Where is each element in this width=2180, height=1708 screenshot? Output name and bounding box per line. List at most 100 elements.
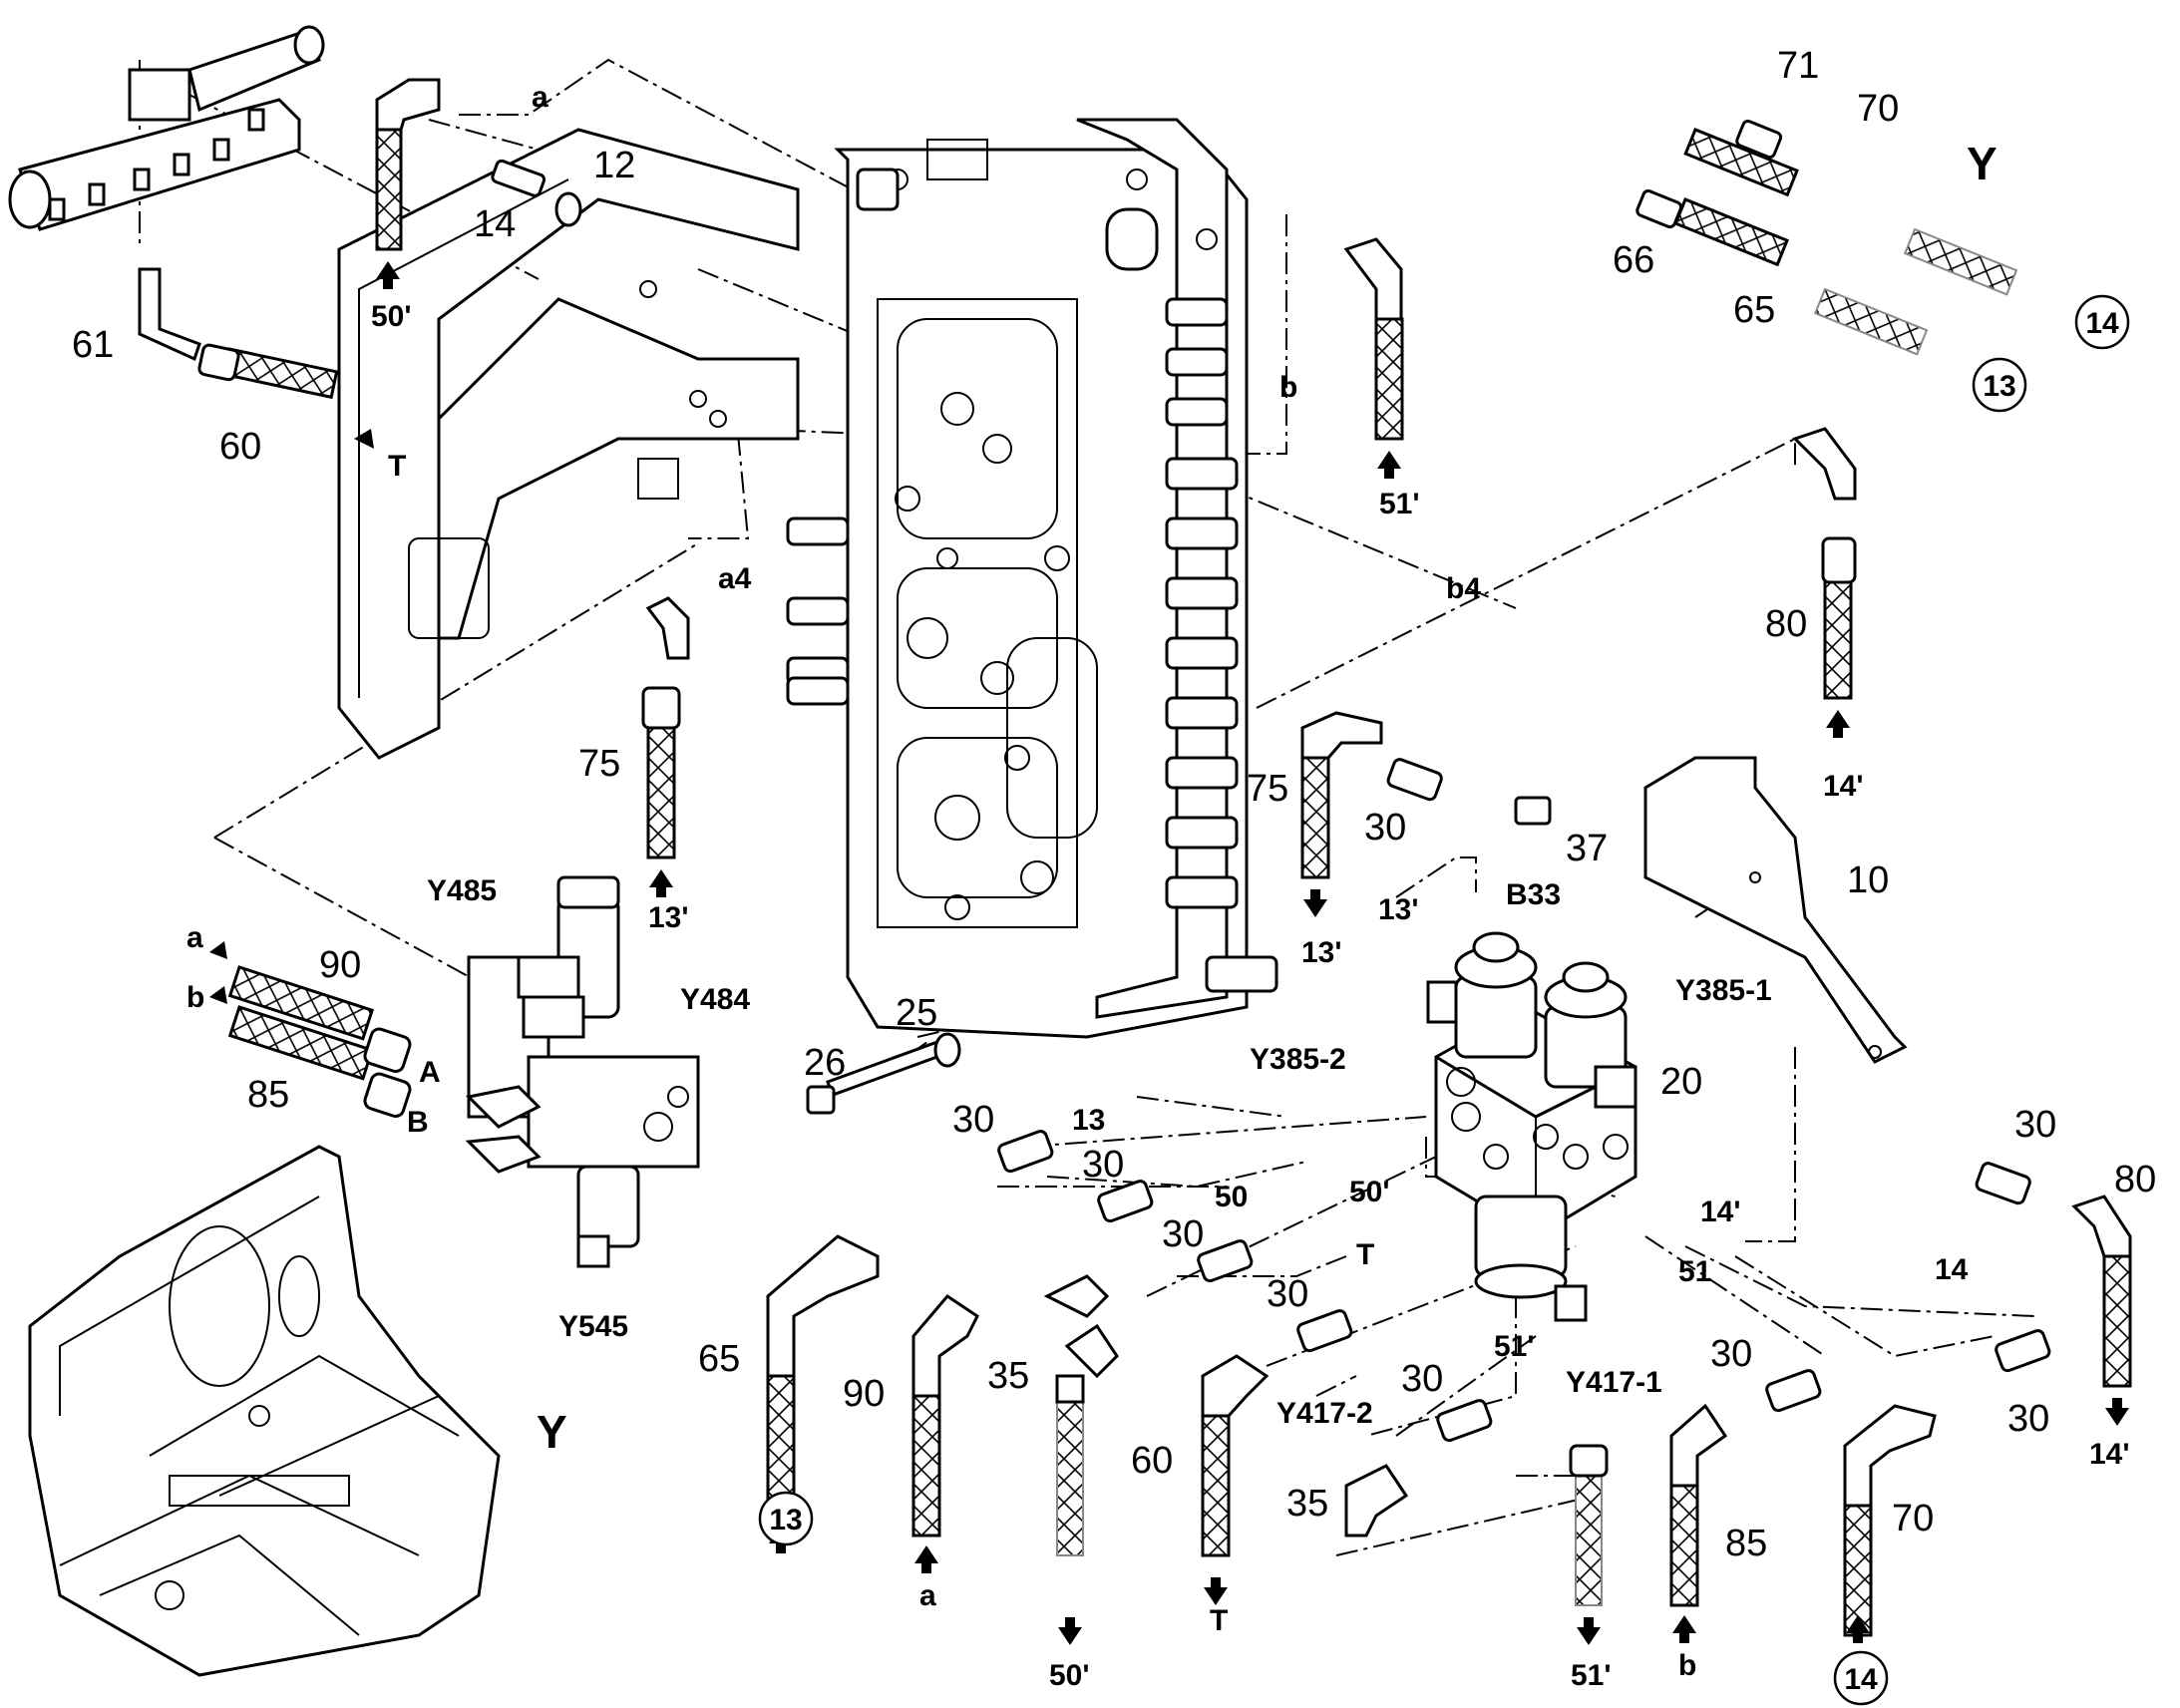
port-ref-a4: a4 (718, 562, 752, 595)
code-y545: Y545 (558, 1310, 628, 1343)
callout-60: 60 (219, 426, 261, 468)
callout-30: 30 (2014, 1104, 2056, 1146)
callout-65: 65 (698, 1338, 740, 1380)
callout-30: 30 (1401, 1358, 1443, 1400)
fittings (491, 159, 2051, 1443)
port-ref-51p: 51' (1571, 1659, 1612, 1692)
callout-30: 30 (1364, 807, 1406, 849)
callout-80: 80 (1765, 603, 1807, 645)
port-ref-b4: b4 (1446, 572, 1481, 605)
view-labels: Y Y (537, 138, 1998, 1458)
port-ref-a: a (919, 1579, 936, 1612)
port-ref-13p: 13' (648, 901, 689, 934)
circled-ref-13-top: 13 (1972, 357, 2027, 413)
svg-text:13: 13 (1983, 370, 2015, 403)
callout-10: 10 (1847, 859, 1889, 901)
callout-20: 20 (1660, 1061, 1702, 1103)
callout-70: 70 (1857, 88, 1899, 130)
port-ref-50p: 50' (1349, 1176, 1390, 1208)
bracket-10 (1643, 756, 1908, 1064)
code-y484: Y484 (680, 983, 750, 1016)
distribution-manifold (8, 25, 325, 231)
callout-60: 60 (1131, 1440, 1173, 1482)
valve-section-fittings (786, 168, 1278, 993)
control-valve-block (786, 118, 1278, 1039)
callout-70: 70 (1892, 1498, 1934, 1539)
port-ref-14p: 14' (1823, 770, 1864, 803)
hoses (138, 78, 2132, 1637)
callout-30: 30 (1267, 1273, 1308, 1315)
component-codes: Y485 Y484 Y545 Y385-1 Y385-2 Y417-1 Y417… (427, 874, 1772, 1430)
port-ref-T: T (1210, 1604, 1228, 1637)
callout-65: 65 (1733, 289, 1775, 331)
port-ref-b: b (186, 981, 204, 1014)
port-ref-13p: 13' (1301, 936, 1342, 969)
machine-frame-view-y (28, 1145, 501, 1677)
code-y417-1: Y417-1 (1566, 1366, 1662, 1399)
callout-51: 51 (1678, 1255, 1711, 1288)
leader-lines (139, 58, 2035, 1556)
code-b33: B33 (1506, 878, 1561, 911)
port-ref-50p: 50' (1049, 1659, 1090, 1692)
callout-30: 30 (2007, 1398, 2049, 1440)
callout-37: 37 (1566, 828, 1608, 869)
callout-35: 35 (1286, 1483, 1328, 1525)
port-ref-14p: 14' (1700, 1196, 1741, 1228)
port-ref-T: T (388, 450, 406, 483)
callout-14-line: 14 (1935, 1253, 1969, 1286)
callout-75: 75 (578, 743, 620, 785)
circled-ref-13-bottom: 13 (758, 1491, 814, 1546)
callout-14: 14 (474, 203, 516, 245)
port-ref-b: b (1279, 371, 1297, 404)
callout-13: 13 (1072, 1104, 1105, 1137)
port-ref-B: B (407, 1106, 429, 1139)
callout-12: 12 (593, 145, 635, 186)
view-label-y-bottom: Y (537, 1406, 567, 1458)
callout-25: 25 (896, 992, 937, 1034)
port-ref-a: a (186, 921, 203, 954)
pilot-valve-assembly (465, 875, 700, 1268)
callout-30: 30 (1082, 1144, 1124, 1186)
code-y485: Y485 (427, 874, 497, 907)
callout-90: 90 (843, 1373, 885, 1415)
callout-61: 61 (72, 324, 114, 366)
code-y385-1: Y385-1 (1675, 974, 1772, 1007)
callout-50: 50 (1215, 1181, 1248, 1213)
code-y417-2: Y417-2 (1276, 1397, 1373, 1430)
callout-30: 30 (1162, 1213, 1204, 1255)
callout-30: 30 (952, 1099, 994, 1141)
part-callouts: 10 12 14 20 25 26 30 30 30 30 30 30 30 3… (72, 45, 2156, 1564)
port-ref-13p: 13' (1378, 893, 1419, 926)
callout-35: 35 (987, 1355, 1029, 1397)
svg-text:14: 14 (1844, 1663, 1878, 1696)
circled-references: 14 13 13 14 (758, 294, 2130, 1706)
port-ref-50p: 50' (371, 300, 412, 333)
port-ref-T: T (1356, 1238, 1374, 1271)
solenoid-y385-1 (1544, 961, 1637, 1109)
callout-85: 85 (1725, 1523, 1767, 1564)
solenoid-y417 (1474, 1195, 1588, 1322)
port-ref-a: a (532, 81, 548, 114)
port-references: 50' 51' 14' 13' 13' 13' 50' 14' 51' 50' … (186, 81, 2130, 1692)
port-ref-A: A (419, 1056, 441, 1089)
mounting-bracket (337, 128, 800, 760)
svg-text:13: 13 (769, 1504, 802, 1537)
circled-ref-14-bottom: 14 (1833, 1650, 1889, 1706)
view-label-y-top: Y (1967, 138, 1998, 189)
callout-75: 75 (1247, 768, 1288, 810)
port-ref-b: b (1678, 1649, 1696, 1682)
callout-90: 90 (319, 944, 361, 986)
callout-71: 71 (1777, 45, 1819, 87)
callout-30: 30 (1710, 1333, 1752, 1375)
circled-ref-14-top: 14 (2074, 294, 2130, 350)
callout-80: 80 (2114, 1159, 2156, 1200)
code-y385-2: Y385-2 (1250, 1043, 1346, 1076)
solenoid-valve-block (1426, 931, 1637, 1322)
callout-66: 66 (1613, 239, 1654, 281)
callout-85: 85 (247, 1074, 289, 1116)
svg-text:14: 14 (2085, 307, 2119, 340)
port-ref-51p: 51' (1494, 1330, 1535, 1363)
port-ref-51p: 51' (1379, 488, 1420, 520)
solenoid-y385-2 (1426, 931, 1538, 1059)
